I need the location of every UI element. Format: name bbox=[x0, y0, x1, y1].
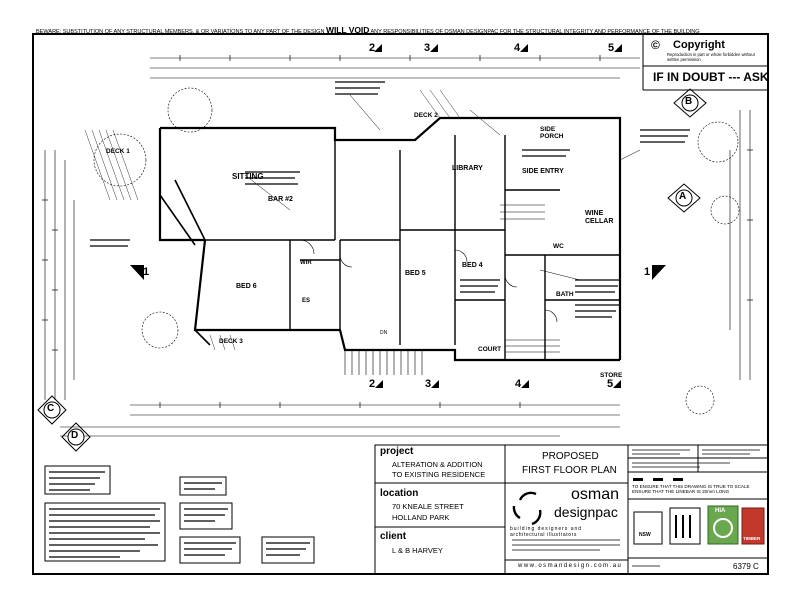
section-marker-b: B bbox=[685, 96, 693, 107]
external-walls bbox=[158, 116, 622, 362]
logo-hia-label: HIA bbox=[715, 508, 726, 514]
copyright-note: Reproduction in part or whole forbidden … bbox=[667, 52, 755, 62]
stair-label: DN bbox=[380, 330, 388, 336]
scale-note: TO ENSURE THAT THIS DRAWING IS TRUE TO S… bbox=[632, 484, 750, 495]
copyright-symbol: © bbox=[651, 38, 660, 52]
room-label-bath: BATH bbox=[556, 291, 574, 298]
grid-mark-2-top: 2 bbox=[369, 42, 376, 54]
room-label-library: LIBRARY bbox=[452, 165, 483, 172]
project-label: project bbox=[380, 446, 414, 457]
legend-boxes bbox=[44, 465, 315, 564]
location-line-2: HOLLAND PARK bbox=[392, 513, 450, 522]
title-block-tiny-text bbox=[512, 449, 760, 567]
warning-suffix: ANY RESPONSIBILITIES OF OSMAN DESIGNPAC … bbox=[370, 29, 700, 35]
section-marker-a: A bbox=[679, 191, 687, 202]
location-line-1: 70 KNEALE STREET bbox=[392, 502, 464, 511]
room-label-bed6: BED 6 bbox=[236, 283, 257, 290]
section-mark-1-left: 1 bbox=[143, 266, 150, 278]
room-label-wir: WIR bbox=[300, 260, 312, 266]
note-text-lines bbox=[90, 81, 690, 318]
angled-wing bbox=[159, 179, 211, 346]
grid-mark-3-bottom: 3 bbox=[425, 378, 432, 390]
grid-mark-4-bottom: 4 bbox=[515, 378, 522, 390]
logo-nsw-label: NSW bbox=[639, 532, 651, 538]
title-block bbox=[374, 444, 769, 575]
grid-mark-5-top: 5 bbox=[608, 42, 615, 54]
grid-mark-3-top: 3 bbox=[424, 42, 431, 54]
warning-prefix: BEWARE: SUBSTITUTION OF ANY STRUCTURAL M… bbox=[36, 29, 325, 35]
dimension-ticks bbox=[42, 55, 753, 408]
grid-mark-2-bottom: 2 bbox=[369, 378, 376, 390]
dimension-lines bbox=[44, 57, 751, 437]
room-label-court: COURT bbox=[478, 346, 502, 353]
room-label-store: STORE bbox=[600, 372, 623, 379]
logo-symbols bbox=[675, 515, 733, 538]
room-label-deck1: DECK 1 bbox=[106, 148, 130, 155]
client-value: L & B HARVEY bbox=[392, 546, 443, 555]
room-label-wine-cellar: WINE CELLAR bbox=[585, 210, 614, 225]
deck-hatching bbox=[84, 89, 461, 351]
legend-text-lines bbox=[49, 471, 310, 558]
landscape-trees bbox=[93, 87, 740, 415]
grid-markers-top bbox=[374, 44, 622, 52]
room-label-bar2: BAR #2 bbox=[268, 196, 293, 203]
if-in-doubt-notice: IF IN DOUBT --- ASK bbox=[653, 70, 769, 84]
copyright-box: © Copyright Reproduction in part or whol… bbox=[645, 38, 768, 66]
project-line-2: TO EXISTING RESIDENCE bbox=[392, 470, 486, 479]
room-label-deck3: DECK 3 bbox=[219, 338, 243, 345]
company-name-1: osman bbox=[571, 486, 620, 503]
room-label-bed5: BED 5 bbox=[405, 270, 426, 277]
grid-markers-bottom bbox=[375, 380, 621, 388]
company-website: www.osmandesign.com.au bbox=[518, 563, 623, 569]
warning-emphasis: WILL VOID bbox=[325, 25, 370, 35]
drawing-number: 6379 C bbox=[733, 562, 759, 571]
room-label-side-entry: SIDE ENTRY bbox=[522, 168, 564, 175]
company-name-2: designpac bbox=[554, 504, 618, 520]
room-label-deck2: DECK 2 bbox=[414, 112, 438, 119]
room-label-ensuite: ES bbox=[302, 298, 311, 304]
project-line-1: ALTERATION & ADDITION bbox=[392, 460, 483, 469]
company-tagline-1: building designers and bbox=[510, 526, 583, 532]
drawing-title-line-2: FIRST FLOOR PLAN bbox=[522, 465, 617, 476]
section-1-markers bbox=[130, 265, 666, 280]
copyright-title: Copyright bbox=[673, 39, 725, 51]
drawing-title-line-1: PROPOSED bbox=[542, 451, 599, 462]
section-mark-1-right: 1 bbox=[644, 266, 651, 278]
section-marker-d: D bbox=[71, 430, 79, 441]
section-circles bbox=[37, 88, 707, 452]
logo-timber-label: TIMBER bbox=[743, 536, 761, 541]
internal-walls bbox=[205, 135, 620, 360]
note-leaders bbox=[244, 94, 641, 281]
room-label-wc: WC bbox=[553, 243, 564, 250]
client-label: client bbox=[380, 531, 407, 542]
grid-mark-5-bottom: 5 bbox=[607, 378, 614, 390]
company-logo-mark bbox=[512, 491, 542, 526]
door-swings bbox=[299, 239, 558, 323]
section-marker-c: C bbox=[47, 403, 55, 414]
company-tagline-2: architectural illustrators bbox=[510, 532, 578, 538]
grid-mark-4-top: 4 bbox=[514, 42, 521, 54]
scale-bar bbox=[633, 478, 683, 481]
stair-treads bbox=[344, 204, 560, 375]
room-label-bed4: BED 4 bbox=[462, 262, 483, 269]
location-label: location bbox=[380, 488, 419, 499]
warning-banner: BEWARE: SUBSTITUTION OF ANY STRUCTURAL M… bbox=[36, 25, 700, 35]
room-label-sitting: SITTING bbox=[232, 172, 264, 181]
room-label-side-porch: SIDE PORCH bbox=[540, 126, 564, 141]
